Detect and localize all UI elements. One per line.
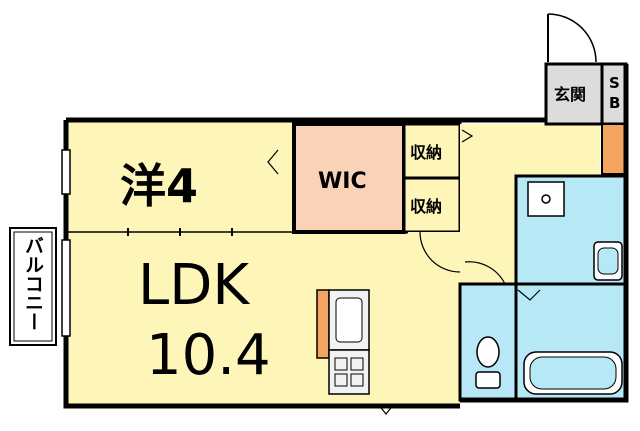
storage-lower-label: 収納 bbox=[410, 197, 442, 216]
ldk-size: 10.4 bbox=[146, 323, 271, 388]
bathtub bbox=[523, 351, 623, 395]
shoe-box-label-b: B bbox=[609, 94, 620, 112]
wic-label: WIC bbox=[318, 169, 367, 194]
toilet bbox=[475, 336, 501, 389]
entrance bbox=[544, 62, 604, 126]
balcony bbox=[9, 227, 57, 346]
ldk-label: LDK bbox=[138, 253, 250, 318]
outer-walls bbox=[63, 64, 629, 409]
western-room-label: 洋4 bbox=[120, 159, 198, 213]
kitchen-counter-wood bbox=[316, 289, 330, 359]
ldk-room bbox=[66, 232, 460, 406]
wic-room bbox=[292, 122, 406, 234]
entrance-label: 玄関 bbox=[554, 85, 586, 104]
shoe-box-label-s: S bbox=[609, 74, 620, 92]
washing-machine-pan bbox=[527, 181, 565, 217]
kitchen-stove bbox=[328, 349, 370, 395]
window-left-upper bbox=[61, 149, 71, 195]
western-room bbox=[66, 120, 294, 232]
entrance-door bbox=[547, 13, 597, 63]
balcony-label: バルコニー bbox=[22, 236, 44, 331]
storage-upper-label: 収納 bbox=[410, 143, 442, 162]
entrance-step bbox=[601, 123, 627, 175]
window-left-lower bbox=[61, 239, 71, 337]
